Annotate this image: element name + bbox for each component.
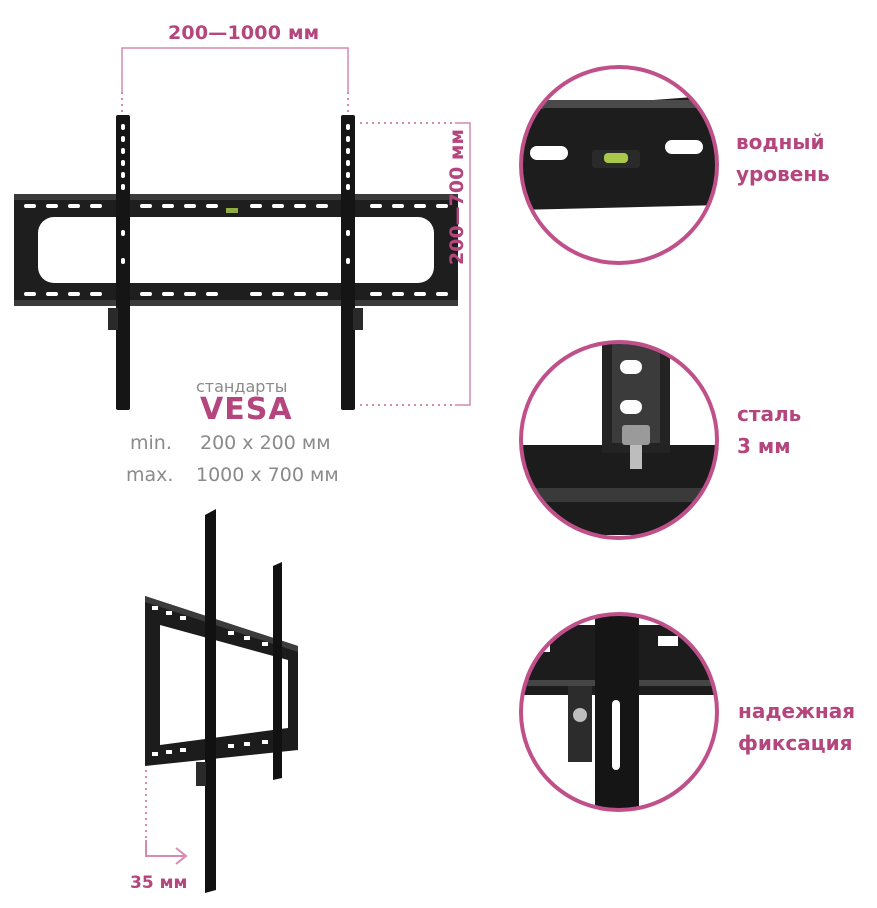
vesa-min-spec: min. 200 х 200 мм — [130, 432, 331, 454]
feature-steel-line1: сталь — [737, 402, 802, 426]
feature-water-level-line1: водный — [736, 130, 825, 154]
vesa-min-key: min. — [130, 432, 172, 454]
feature-water-level: водный уровень — [736, 126, 830, 190]
vesa-standards-label: стандарты — [196, 377, 288, 396]
width-dimension-guide — [121, 47, 349, 115]
height-dimension-label: 200—700 мм — [446, 129, 468, 265]
vesa-title: VESA — [200, 392, 293, 427]
steel-thickness-detail-circle — [519, 340, 719, 540]
feature-water-level-line2: уровень — [736, 162, 830, 186]
feature-steel: сталь 3 мм — [737, 398, 801, 462]
water-level-detail-circle — [519, 65, 719, 265]
feature-fixation: надежная фиксация — [738, 695, 855, 759]
vesa-min-value: 200 х 200 мм — [200, 432, 331, 454]
depth-arrow — [145, 770, 188, 865]
vesa-max-spec: max. 1000 х 700 мм — [126, 464, 339, 486]
feature-fixation-line2: фиксация — [738, 731, 853, 755]
feature-fixation-line1: надежная — [738, 699, 856, 723]
bracket-front-view — [14, 115, 458, 410]
vesa-max-key: max. — [126, 464, 174, 486]
width-dimension-label: 200—1000 мм — [168, 22, 320, 44]
feature-steel-line2: 3 мм — [737, 434, 791, 458]
depth-label: 35 мм — [130, 873, 188, 893]
bracket-perspective-view — [145, 509, 298, 893]
height-dimension-guide — [360, 122, 471, 406]
secure-fixation-detail-circle — [519, 612, 719, 812]
vesa-max-value: 1000 х 700 мм — [196, 464, 339, 486]
